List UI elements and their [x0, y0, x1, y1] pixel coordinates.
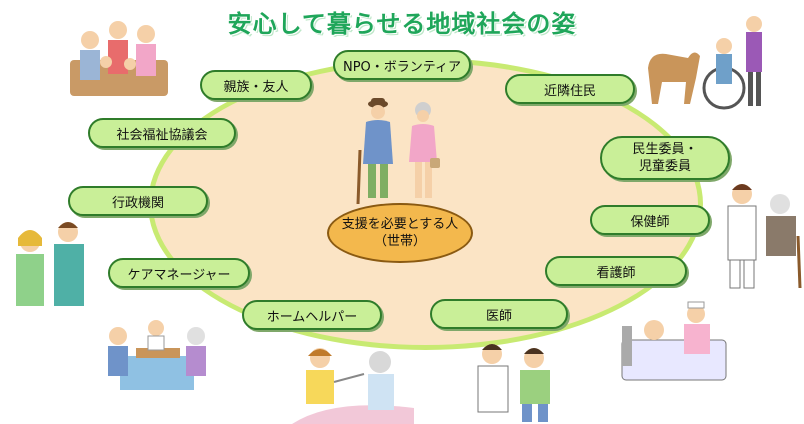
wheelchair-caregiver-illustration	[648, 16, 762, 110]
node-label: 保健師	[630, 214, 670, 230]
home-helper-feeding-illustration	[292, 348, 414, 424]
node-doctor: 医師	[430, 299, 568, 329]
node-label-line2: 児童委員	[638, 159, 691, 174]
node-welfare-commissioner: 民生委員・ 児童委員	[600, 136, 730, 180]
care-meeting-illustration	[108, 320, 206, 390]
elderly-couple-illustration	[356, 98, 440, 205]
center-person-needing-support: 支援を必要とする人 （世帯）	[327, 203, 473, 263]
node-public-health-nurse: 保健師	[590, 205, 710, 235]
node-npo-volunteer: NPO・ボランティア	[333, 50, 471, 80]
doctor-examination-illustration	[477, 344, 550, 422]
node-label: 近隣住民	[543, 83, 596, 99]
center-label-line2: （世帯）	[373, 234, 426, 249]
node-label: 民生委員・	[632, 142, 698, 157]
node-label: 社会福祉協議会	[116, 127, 208, 143]
node-label: ケアマネージャー	[127, 267, 231, 283]
diagram-title: 安心して暮らせる地域社会の姿	[227, 10, 577, 38]
health-nurse-assist-illustration	[727, 184, 802, 289]
counselor-pair-illustration	[16, 222, 84, 306]
family-group-illustration	[70, 21, 168, 96]
node-neighbors: 近隣住民	[505, 74, 635, 104]
node-label: NPO・ボランティア	[342, 59, 462, 75]
node-label: 看護師	[596, 265, 636, 281]
node-label: 親族・友人	[223, 79, 289, 95]
node-government: 行政機関	[68, 186, 208, 216]
node-social-welfare-council: 社会福祉協議会	[88, 118, 236, 148]
node-label: 医師	[485, 308, 512, 324]
node-label: 行政機関	[111, 195, 164, 211]
node-nurse: 看護師	[545, 256, 687, 286]
node-label: ホームヘルパー	[266, 309, 358, 325]
node-care-manager: ケアマネージャー	[108, 258, 250, 288]
node-home-helper: ホームヘルパー	[242, 300, 382, 330]
node-relatives-friends: 親族・友人	[200, 70, 312, 100]
center-label-line1: 支援を必要とする人	[341, 217, 459, 232]
nurse-bedside-illustration	[621, 301, 727, 381]
